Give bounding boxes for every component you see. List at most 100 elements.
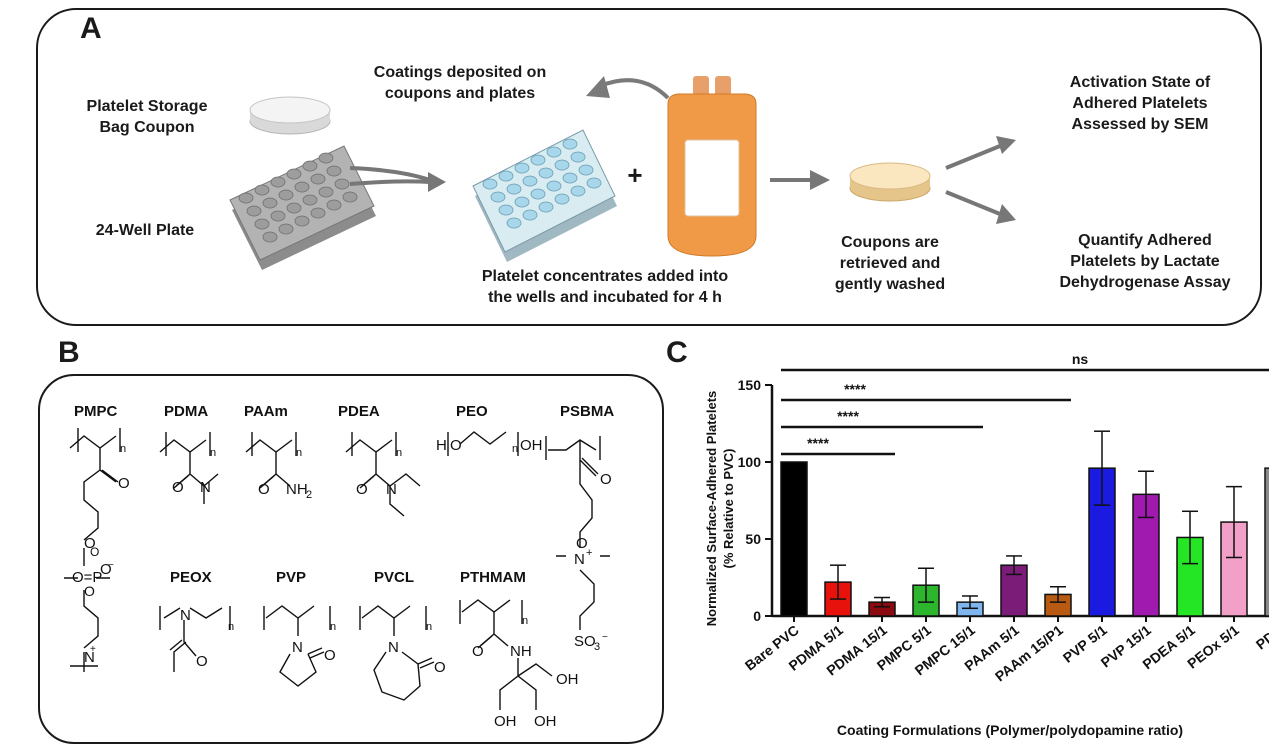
svg-text:O: O <box>472 643 484 660</box>
converge-arrow <box>349 166 431 186</box>
converge-arrowhead <box>428 172 446 192</box>
svg-text:N: N <box>180 607 191 624</box>
well <box>562 138 578 150</box>
panel-b-label: B <box>58 336 80 369</box>
svg-text:SO: SO <box>574 633 596 650</box>
well <box>554 159 570 171</box>
well <box>270 210 286 222</box>
chart-axes: 0 50 100 150 <box>738 377 1269 624</box>
svg-text:+: + <box>586 547 592 559</box>
paam-structure <box>245 432 297 489</box>
well <box>326 199 342 211</box>
gray-well-plate-icon <box>229 145 376 270</box>
well <box>546 146 562 158</box>
well <box>318 152 334 164</box>
panel-b-frame <box>38 374 664 744</box>
chart-bars <box>780 461 1269 617</box>
pdea-structure <box>345 432 421 517</box>
well <box>514 196 530 208</box>
curved-arrowhead <box>586 76 610 98</box>
significance-label: **** <box>807 435 829 451</box>
y-tick-label: 0 <box>753 608 761 624</box>
well <box>294 215 310 227</box>
svg-text:n: n <box>512 443 518 455</box>
well <box>578 164 594 176</box>
svg-text:O: O <box>100 561 112 578</box>
svg-text:N: N <box>388 639 399 656</box>
arrow-to-coupon-head <box>810 170 830 190</box>
well <box>554 193 570 205</box>
pmpc-structure <box>64 428 121 672</box>
polymer-name-pmpc: PMPC <box>74 403 118 420</box>
well <box>538 167 554 179</box>
coupon-icon <box>249 96 331 135</box>
well <box>342 191 358 203</box>
well <box>310 207 326 219</box>
well <box>530 188 546 200</box>
well <box>514 162 530 174</box>
blue-well-plate-icon <box>472 129 617 262</box>
chart-significance: ns************ <box>781 351 1269 456</box>
panel-a-frame <box>36 8 1262 326</box>
well <box>294 181 310 193</box>
well <box>506 183 522 195</box>
svg-text:OH: OH <box>520 437 543 454</box>
polymer-name-peox: PEOX <box>170 569 212 586</box>
coupon-label-text: Platelet Storage Bag Coupon <box>86 98 208 136</box>
well <box>278 223 294 235</box>
platelet-bag-icon <box>667 76 757 257</box>
svg-text:O: O <box>172 479 184 496</box>
panel-a-label: A <box>80 12 102 45</box>
significance-label: **** <box>837 408 859 424</box>
y-tick-label: 150 <box>738 377 762 393</box>
well <box>334 178 350 190</box>
svg-text:+: + <box>90 644 96 655</box>
well <box>562 172 578 184</box>
svg-text:NH: NH <box>510 643 532 660</box>
well <box>262 231 278 243</box>
svg-text:OH: OH <box>494 713 517 730</box>
svg-text:n: n <box>426 621 432 633</box>
svg-text:OH: OH <box>534 713 557 730</box>
y-tick-label: 100 <box>738 454 762 470</box>
polymer-name-pvp: PVP <box>276 569 306 586</box>
chart-error-bars <box>830 430 1242 610</box>
well <box>310 173 326 185</box>
peo-structure <box>447 431 519 456</box>
arrow-to-sem <box>945 144 1001 170</box>
well <box>286 168 302 180</box>
well <box>498 204 514 216</box>
svg-text:O: O <box>356 481 368 498</box>
well <box>254 184 270 196</box>
polymer-name-paam: PAAm <box>244 403 288 420</box>
svg-text:N: N <box>574 551 585 568</box>
well <box>506 217 522 229</box>
retrieved-label: Coupons are retrieved and gently washed <box>834 234 946 293</box>
well <box>490 191 506 203</box>
washed-coupon-icon <box>849 162 931 202</box>
significance-label: **** <box>844 381 866 397</box>
svg-text:n: n <box>296 447 302 459</box>
well <box>286 202 302 214</box>
y-tick-label: 50 <box>745 531 761 547</box>
svg-text:O: O <box>576 535 588 552</box>
pvp-structure <box>263 605 331 687</box>
well <box>318 186 334 198</box>
svg-text:O: O <box>84 583 95 599</box>
well <box>530 154 546 166</box>
well <box>570 151 586 163</box>
svg-text:−: − <box>108 560 114 571</box>
svg-text:O: O <box>84 535 96 552</box>
bar <box>1264 467 1269 617</box>
svg-text:H: H <box>436 437 447 454</box>
well <box>270 176 286 188</box>
chart-y-axis-label: Normalized Surface-Adhered Platelets(% R… <box>704 391 736 627</box>
svg-text:O: O <box>258 481 270 498</box>
psbma-structure <box>545 436 610 630</box>
svg-text:N: N <box>292 639 303 656</box>
well <box>546 180 562 192</box>
well <box>238 192 254 204</box>
